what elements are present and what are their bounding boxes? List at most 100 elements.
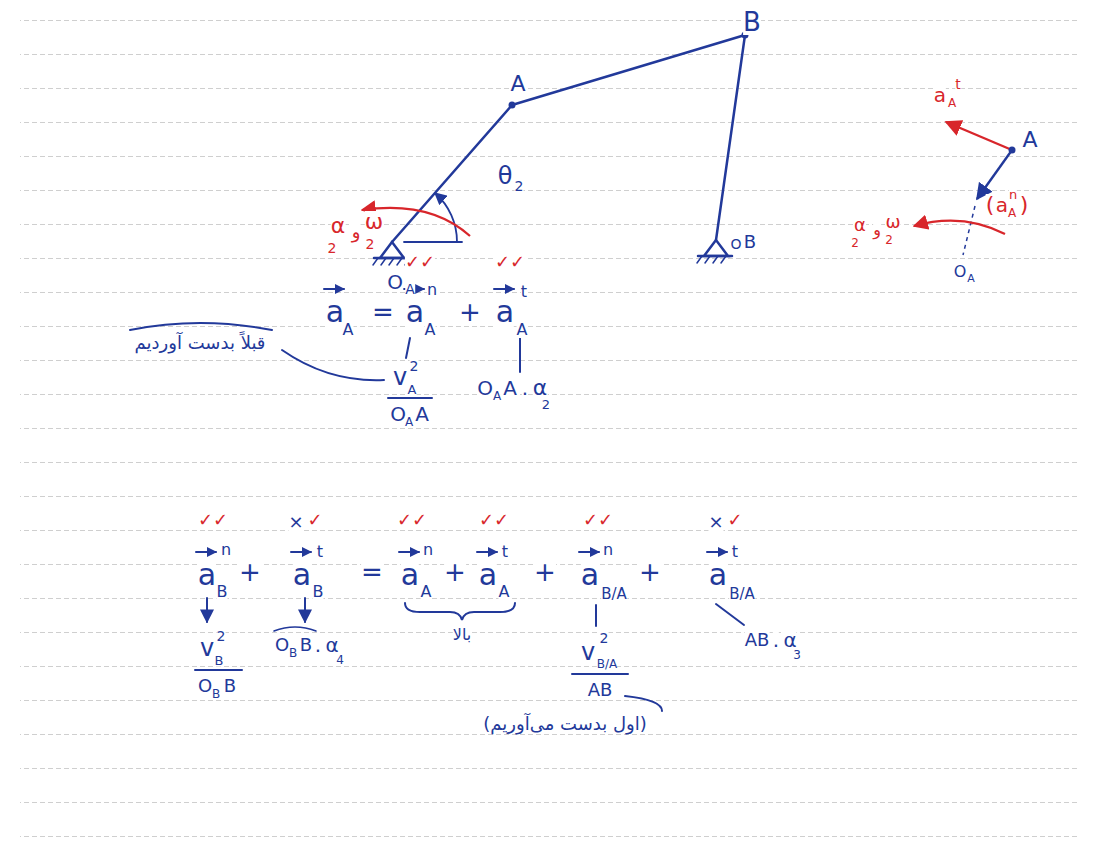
leader-line bbox=[406, 338, 410, 358]
handwritten-text: 3 bbox=[793, 649, 801, 661]
handwritten-text: + bbox=[534, 559, 556, 585]
handwritten-text: A bbox=[948, 97, 956, 109]
handwritten-text: AB bbox=[745, 631, 770, 649]
handwritten-text: = bbox=[361, 559, 383, 585]
handwritten-text: A bbox=[1022, 129, 1037, 151]
handwritten-text: a bbox=[934, 85, 946, 105]
angular-velocity-arc bbox=[362, 208, 470, 236]
handwritten-text: B bbox=[300, 636, 312, 654]
handwritten-text: α bbox=[533, 377, 548, 399]
handwritten-text: × bbox=[708, 513, 723, 531]
handwritten-text: B bbox=[217, 584, 228, 600]
note-leader bbox=[625, 696, 662, 711]
handwritten-text: B bbox=[224, 677, 236, 695]
handwritten-text: n bbox=[1009, 188, 1017, 201]
handwritten-text: A bbox=[517, 322, 528, 338]
handwritten-text: AB bbox=[588, 681, 613, 699]
handwritten-text: . bbox=[773, 630, 779, 650]
handwritten-text: O bbox=[477, 378, 493, 398]
fraction-bar bbox=[388, 397, 432, 399]
radius-dashed-line bbox=[963, 206, 975, 255]
fraction-bar bbox=[195, 669, 242, 671]
ground-pivot bbox=[704, 240, 728, 256]
handwritten-text: ✓ bbox=[307, 511, 322, 529]
handwritten-text: a bbox=[293, 560, 311, 590]
handwritten-text: A bbox=[493, 390, 501, 402]
handwritten-text: α bbox=[854, 216, 866, 234]
handwritten-text: و bbox=[352, 223, 361, 241]
handwritten-text: A bbox=[421, 584, 432, 600]
handwritten-text: O bbox=[387, 272, 403, 292]
handwritten-text: v bbox=[200, 636, 214, 660]
handwritten-text: ( bbox=[986, 194, 995, 216]
handwritten-text: A bbox=[967, 273, 975, 284]
handwritten-text: A bbox=[405, 416, 413, 428]
handwritten-text: a bbox=[479, 560, 497, 590]
handwritten-text: t bbox=[732, 544, 738, 560]
handwritten-text: × bbox=[288, 513, 303, 531]
handwritten-text: + bbox=[239, 559, 261, 585]
tangential-acceleration-arrow bbox=[946, 122, 1012, 150]
handwritten-text: B bbox=[212, 688, 220, 700]
handwritten-text: a bbox=[996, 195, 1008, 215]
leader-line bbox=[716, 604, 744, 625]
rocker-link bbox=[716, 35, 745, 240]
handwritten-text: t bbox=[317, 544, 323, 560]
handwritten-text: ✓✓ bbox=[198, 511, 228, 529]
handwritten-text: ω bbox=[885, 213, 900, 231]
handwritten-text: 4 bbox=[336, 654, 344, 666]
handwritten-text: a bbox=[709, 560, 727, 590]
handwritten-text: a bbox=[496, 297, 514, 327]
handwritten-text: + bbox=[459, 299, 481, 325]
handwritten-text: B bbox=[215, 654, 224, 667]
handwritten-text: a bbox=[326, 297, 344, 327]
handwritten-text: O bbox=[730, 237, 741, 251]
leader-arrow bbox=[206, 598, 208, 622]
handwritten-text: t bbox=[502, 544, 508, 560]
note-leader bbox=[282, 350, 384, 380]
handwritten-text: O bbox=[390, 404, 406, 424]
handwritten-text: A bbox=[499, 584, 510, 600]
handwritten-text: + bbox=[444, 559, 466, 585]
handwritten-text: = bbox=[372, 299, 394, 325]
angular-velocity-arc bbox=[914, 221, 1005, 234]
handwritten-text: ✓✓ bbox=[479, 511, 509, 529]
handwritten-text: A bbox=[405, 282, 415, 296]
handwritten-text: t bbox=[955, 77, 961, 91]
angle-reference-line bbox=[404, 241, 462, 243]
overline-arc bbox=[274, 627, 316, 631]
handwritten-text: n bbox=[221, 542, 231, 558]
handwritten-text: (اول بدست می‌آوریم) bbox=[483, 715, 647, 733]
handwritten-text: ✓ bbox=[727, 511, 742, 529]
handwritten-text: . bbox=[522, 378, 528, 398]
handwritten-text: a bbox=[401, 560, 419, 590]
handwritten-text: 2 bbox=[410, 359, 419, 373]
handwritten-text: v bbox=[393, 365, 407, 389]
handwritten-text: n bbox=[427, 282, 437, 298]
handwritten-text: 2 bbox=[885, 234, 893, 246]
handwritten-text: A bbox=[1008, 207, 1016, 219]
vector-arrow bbox=[494, 288, 514, 290]
joint-dot bbox=[509, 102, 516, 109]
vector-arrow bbox=[324, 288, 344, 290]
handwritten-text: O bbox=[198, 677, 212, 695]
vector-arrow bbox=[291, 551, 311, 553]
handwritten-text: A bbox=[343, 322, 354, 338]
ruled-lines bbox=[20, 0, 1080, 857]
normal-acceleration-arrow bbox=[977, 150, 1012, 199]
handwritten-text: و bbox=[873, 222, 881, 238]
handwritten-text: 2 bbox=[542, 398, 550, 411]
handwritten-text: ✓✓ bbox=[495, 253, 525, 271]
crank-link bbox=[392, 105, 512, 242]
ground-line bbox=[698, 255, 732, 258]
handwritten-text: . bbox=[315, 635, 321, 655]
four-bar-linkage bbox=[373, 35, 745, 265]
handwritten-text: O bbox=[954, 264, 967, 280]
handwritten-text: θ bbox=[498, 164, 513, 188]
handwritten-text: ✓✓ bbox=[583, 511, 613, 529]
handwritten-text: O bbox=[275, 636, 289, 654]
handwritten-text: α bbox=[325, 635, 338, 655]
handwritten-text: A bbox=[510, 73, 525, 95]
